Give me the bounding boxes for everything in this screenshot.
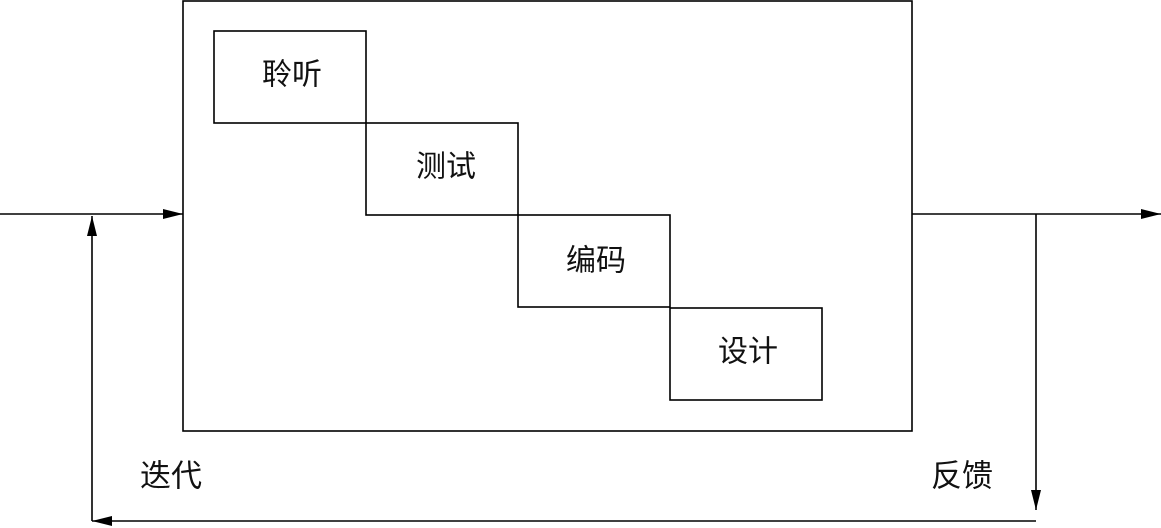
feedback-label: 反馈: [931, 459, 993, 495]
stage-label-listen: 聆听: [262, 58, 322, 93]
stage-box-test: [365, 122, 519, 216]
stage-label-code: 编码: [566, 244, 626, 279]
stage-label-design: 设计: [718, 335, 778, 370]
stage-label-test: 测试: [416, 150, 476, 185]
stage-box-code: [517, 214, 671, 308]
stage-box-listen: [213, 30, 367, 124]
stage-boxes: [213, 30, 823, 401]
iteration-label: 迭代: [140, 459, 202, 495]
stage-box-design: [669, 307, 823, 401]
